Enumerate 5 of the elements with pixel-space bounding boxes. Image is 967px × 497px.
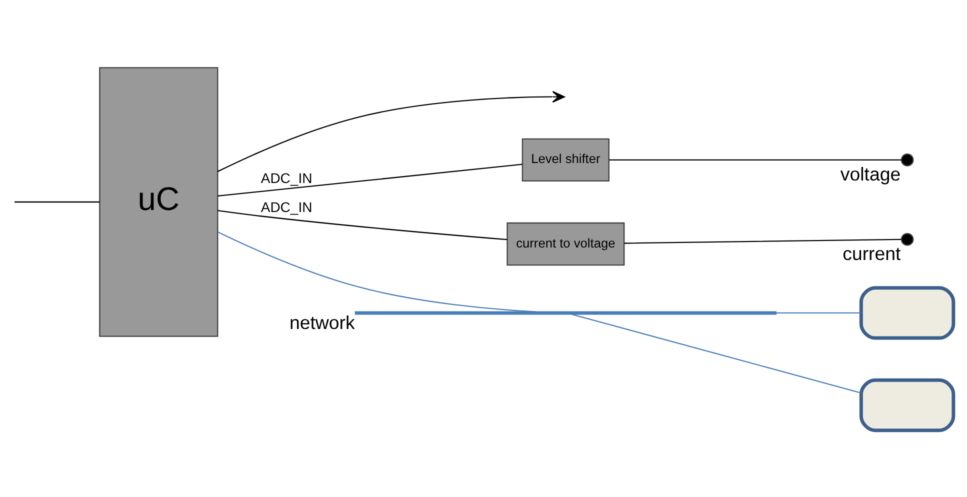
node-label: current: [842, 242, 901, 264]
edge-label: ADC_IN: [260, 198, 312, 215]
node-label: network: [289, 312, 355, 333]
node-label: voltage: [840, 163, 901, 184]
edge-label: ADC_IN: [260, 169, 312, 186]
